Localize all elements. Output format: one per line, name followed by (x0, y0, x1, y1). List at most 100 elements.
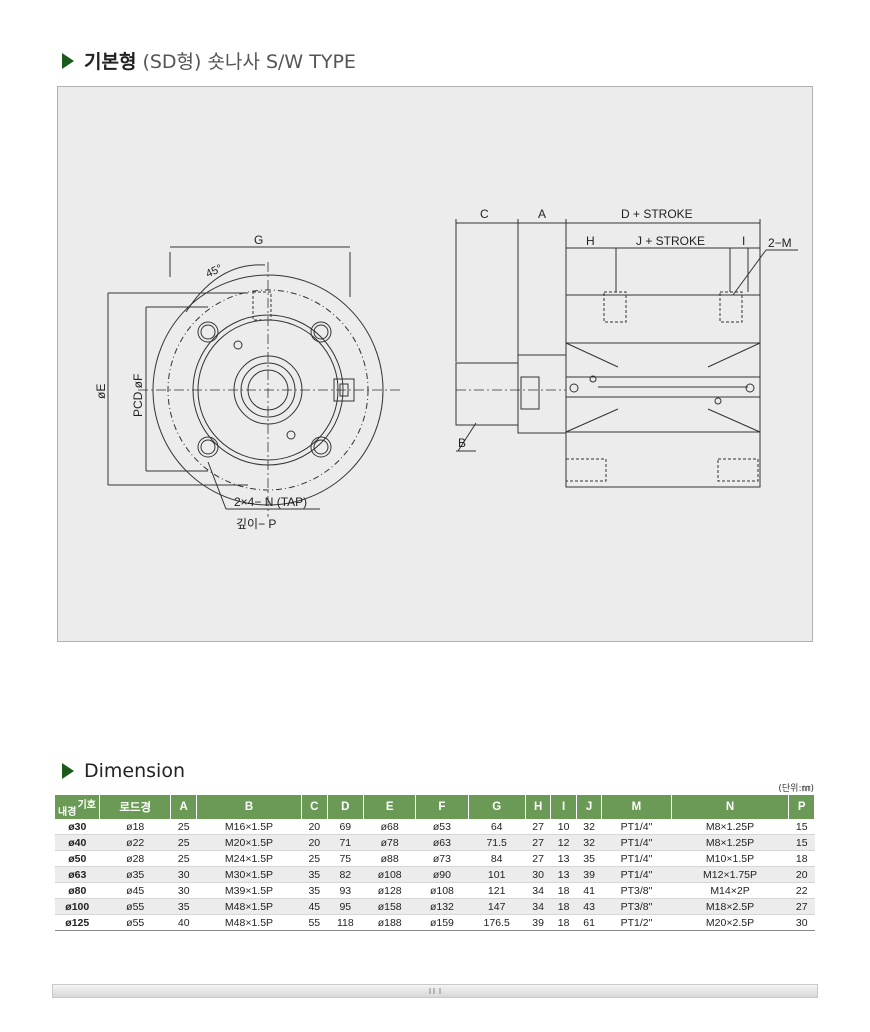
label-m: 2−M (768, 236, 792, 250)
table-cell: 39 (525, 914, 551, 931)
header-corner: 기호 내경 (55, 795, 100, 819)
title-rest: (SD형) 숏나사 S/W TYPE (142, 51, 356, 73)
table-cell: M14×2P (671, 882, 789, 899)
table-cell: 39 (576, 866, 602, 883)
table-cell: PT1/4" (601, 834, 672, 851)
table-cell: 84 (468, 850, 526, 867)
table-cell: 15 (788, 819, 815, 835)
table-cell: 95 (327, 898, 364, 915)
table-cell: ø63 (415, 834, 469, 851)
table-cell: 71.5 (468, 834, 526, 851)
table-cell: 30 (170, 882, 197, 899)
table-cell: M20×2.5P (671, 914, 789, 931)
header-cell: C (301, 795, 328, 819)
header-cell: N (671, 795, 790, 819)
table-cell: ø45 (99, 882, 171, 899)
dimension-title: Dimension (84, 760, 185, 782)
table-cell: 147 (468, 898, 526, 915)
scrollbar-grip-icon[interactable] (429, 988, 441, 994)
table-cell: 25 (170, 850, 197, 867)
table-cell: 32 (576, 834, 602, 851)
table-cell: ø68 (363, 819, 416, 835)
table-cell: PT1/4" (601, 850, 672, 867)
table-cell: PT3/8" (601, 898, 672, 915)
table-cell: M30×1.5P (196, 866, 302, 883)
header-cell: M (601, 795, 672, 819)
table-cell: M10×1.5P (671, 850, 789, 867)
table-cell: M12×1.75P (671, 866, 789, 883)
header-cell: A (170, 795, 197, 819)
label-depth: 깊이− P (236, 517, 276, 531)
table-cell: M20×1.5P (196, 834, 302, 851)
table-cell: 32 (576, 819, 602, 835)
table-cell: ø108 (415, 882, 469, 899)
header-cell: E (363, 795, 417, 819)
header-cell: P (788, 795, 815, 819)
table-cell: 93 (327, 882, 364, 899)
header-cell: G (468, 795, 526, 819)
label-tap: 2×4− N (TAP) (234, 495, 307, 509)
table-cell: ø73 (415, 850, 469, 867)
table-cell: ø90 (415, 866, 469, 883)
table-cell: 27 (525, 834, 551, 851)
table-cell: 18 (788, 850, 815, 867)
table-cell: ø78 (363, 834, 416, 851)
table-cell: 13 (550, 866, 577, 883)
table-cell: 30 (170, 866, 197, 883)
corner-top-label: 기호 (77, 800, 96, 811)
table-cell: 10 (550, 819, 577, 835)
table-cell: M18×2.5P (671, 898, 789, 915)
header-cell: 로드경 (99, 795, 172, 819)
table-cell: M16×1.5P (196, 819, 302, 835)
table-cell: M8×1.25P (671, 834, 789, 851)
table-cell: PT1/4" (601, 819, 672, 835)
table-cell: 27 (525, 819, 551, 835)
table-cell: 34 (525, 882, 551, 899)
bore-cell: ø40 (55, 834, 100, 851)
label-e: øE (94, 384, 108, 399)
table-cell: 34 (525, 898, 551, 915)
table-cell: ø18 (99, 819, 171, 835)
table-cell: ø22 (99, 834, 171, 851)
table-cell: 20 (301, 819, 328, 835)
table-cell: 18 (550, 898, 577, 915)
table-cell: 101 (468, 866, 526, 883)
table-cell: PT1/4" (601, 866, 672, 883)
table-cell: 69 (327, 819, 364, 835)
table-cell: 25 (170, 834, 197, 851)
header-cell: J (576, 795, 603, 819)
table-cell: 20 (788, 866, 815, 883)
table-cell: 22 (788, 882, 815, 899)
label-d: D + STROKE (621, 207, 693, 221)
horizontal-scrollbar[interactable] (52, 984, 818, 998)
table-cell: ø188 (363, 914, 416, 931)
table-cell: 30 (788, 914, 815, 931)
triangle-bullet-icon (62, 52, 74, 69)
table-cell: PT3/8" (601, 882, 672, 899)
label-c: C (480, 207, 489, 221)
label-g: G (254, 233, 263, 247)
table-cell: 82 (327, 866, 364, 883)
table-cell: M48×1.5P (196, 898, 302, 915)
label-pcd: PCD øF (131, 374, 145, 417)
table-cell: 55 (301, 914, 328, 931)
label-i: I (742, 234, 745, 248)
table-cell: ø128 (363, 882, 416, 899)
table-cell: 18 (550, 914, 577, 931)
table-cell: ø28 (99, 850, 171, 867)
table-cell: PT1/2" (601, 914, 672, 931)
table-cell: 12 (550, 834, 577, 851)
table-cell: 45 (301, 898, 328, 915)
cylinder-body (565, 294, 761, 488)
table-cell: M24×1.5P (196, 850, 302, 867)
table-cell: 176.5 (468, 914, 526, 931)
table-cell: ø132 (415, 898, 469, 915)
table-cell: 71 (327, 834, 364, 851)
